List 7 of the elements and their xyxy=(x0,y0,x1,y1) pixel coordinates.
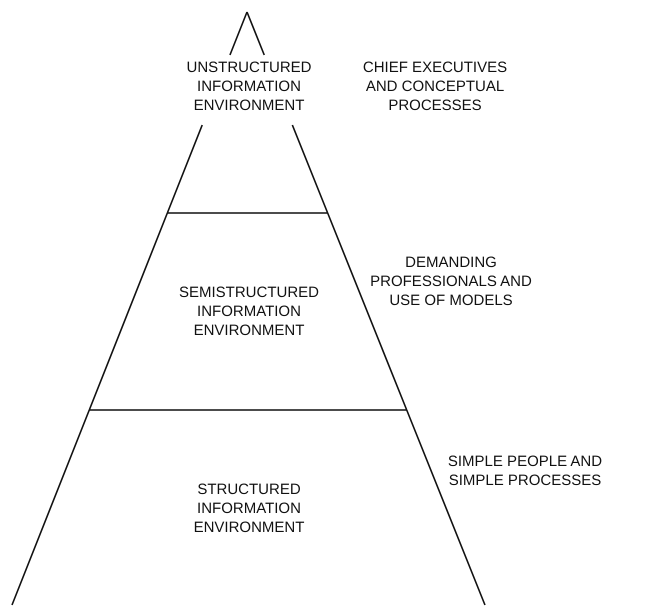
tier-label: UNSTRUCTURED INFORMATION ENVIRONMENT xyxy=(186,58,312,115)
pyramid-tier xyxy=(165,12,330,213)
tier-description: SIMPLE PEOPLE AND SIMPLE PROCESSES xyxy=(446,452,604,490)
tier-description: CHIEF EXECUTIVES AND CONCEPTUAL PROCESSES xyxy=(362,58,508,115)
tier-label: STRUCTURED INFORMATION ENVIRONMENT xyxy=(192,480,306,537)
tier-description: DEMANDING PROFESSIONALS AND USE OF MODELS xyxy=(369,253,533,310)
tier-label: SEMISTRUCTURED INFORMATION ENVIRONMENT xyxy=(178,283,320,340)
